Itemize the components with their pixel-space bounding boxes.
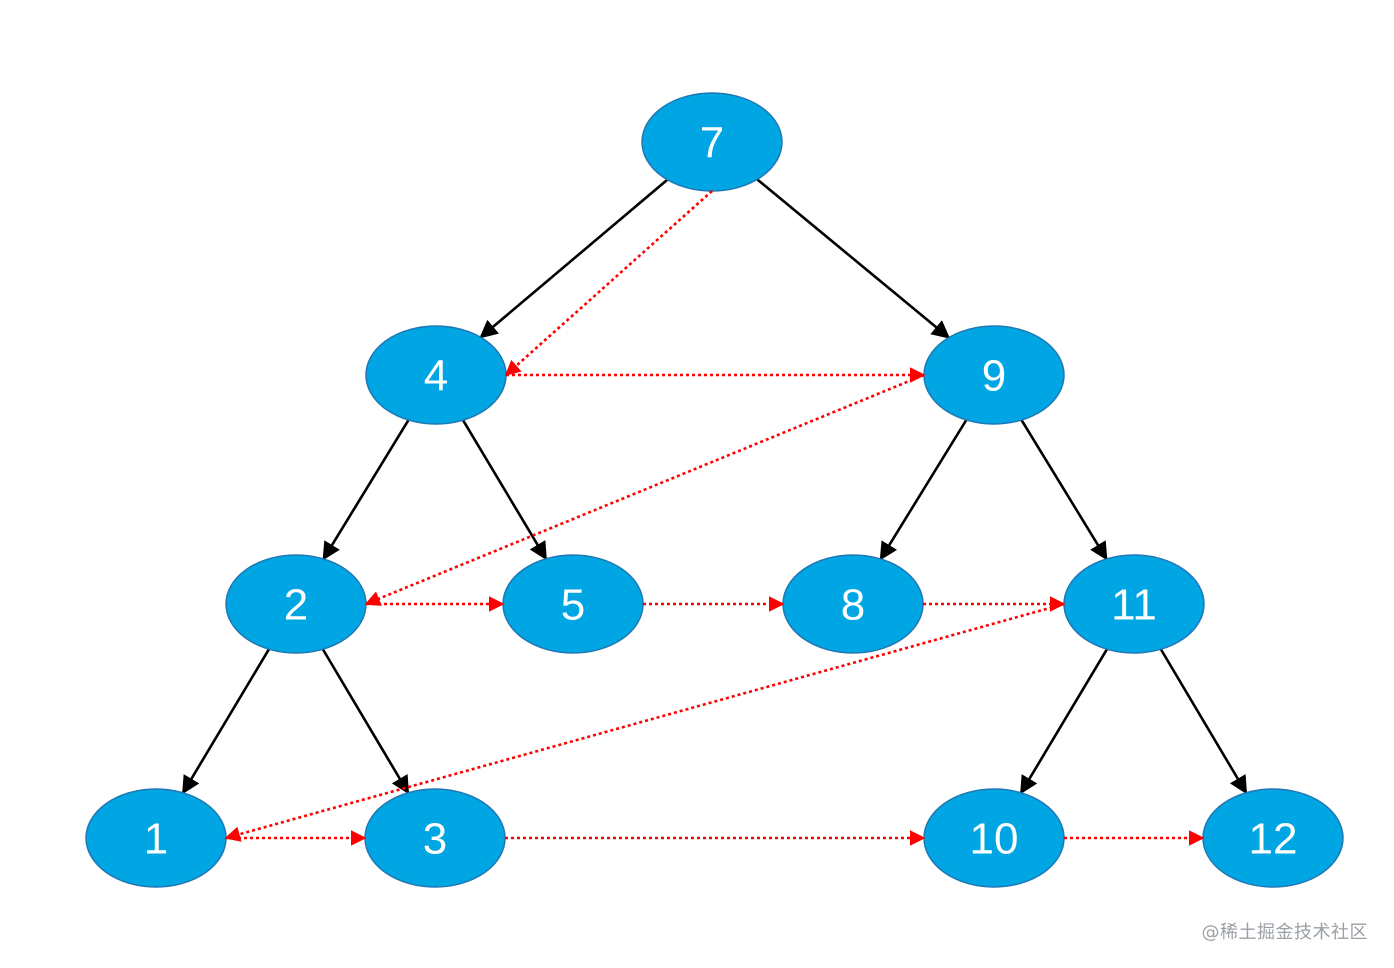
tree-node-2: 2 <box>225 554 367 654</box>
tree-node-1: 1 <box>85 788 227 888</box>
node-label: 7 <box>700 119 724 168</box>
tree-edge-4-to-5 <box>461 419 548 561</box>
node-label: 4 <box>424 352 448 401</box>
node-label: 5 <box>561 581 585 630</box>
tree-node-10: 10 <box>923 788 1065 888</box>
node-label: 9 <box>982 352 1006 401</box>
node-label: 1 <box>144 815 168 864</box>
node-label: 12 <box>1249 815 1298 864</box>
node-label: 11 <box>1111 581 1157 630</box>
tree-node-11: 11 <box>1063 554 1205 654</box>
tree-node-9: 9 <box>923 325 1065 425</box>
tree-node-12: 12 <box>1202 788 1344 888</box>
tree-edge-4-to-2 <box>322 419 410 561</box>
tree-node-4: 4 <box>365 325 507 425</box>
tree-edge-9-to-11 <box>1020 419 1108 561</box>
tree-edge-2-to-3 <box>321 648 410 795</box>
watermark: @稀土掘金技术社区 <box>1201 922 1368 943</box>
node-label: 3 <box>423 815 447 864</box>
traversal-edge-7-to-4 <box>504 190 713 377</box>
tree-node-5: 5 <box>502 554 644 654</box>
traversal-edges <box>224 190 1205 846</box>
tree-node-7: 7 <box>641 92 783 192</box>
node-label: 8 <box>841 581 865 630</box>
tree-edge-9-to-8 <box>879 419 968 561</box>
tree-node-3: 3 <box>364 788 506 888</box>
node-label: 2 <box>284 581 308 630</box>
traversal-edge-9-to-2 <box>364 373 925 606</box>
tree-edge-2-to-1 <box>181 648 271 795</box>
tree-edge-7-to-9 <box>756 178 951 339</box>
tree-edge-7-to-4 <box>479 178 669 339</box>
tree-edge-11-to-12 <box>1159 648 1248 795</box>
tree-node-8: 8 <box>782 554 924 654</box>
tree-edges <box>181 178 1248 795</box>
traversal-edge-11-to-1 <box>224 602 1065 842</box>
tree-edge-11-to-10 <box>1019 648 1109 795</box>
node-label: 10 <box>970 815 1019 864</box>
